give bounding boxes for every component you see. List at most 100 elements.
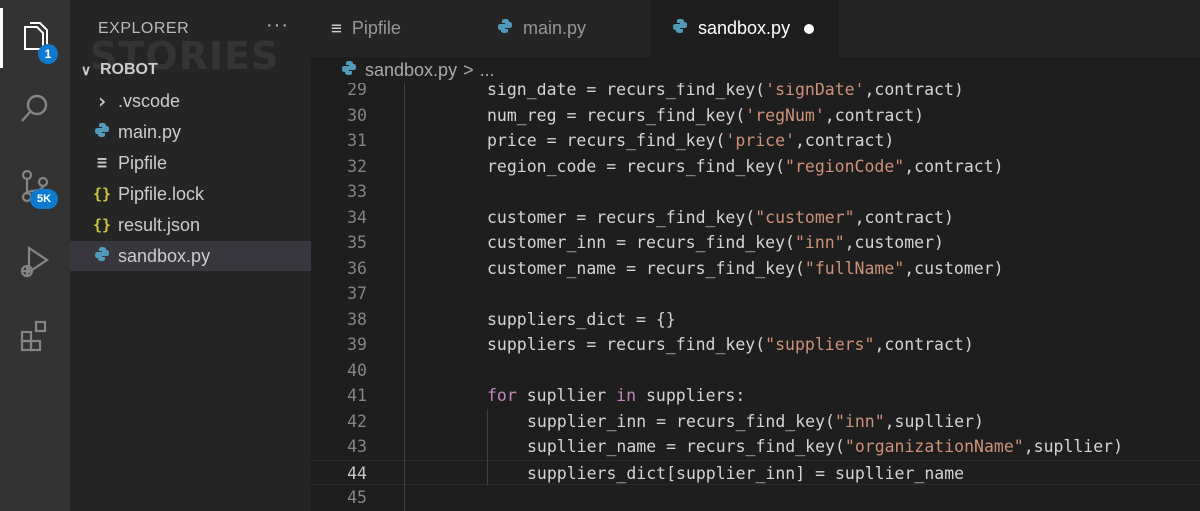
watermark: STORIES [90,34,280,78]
code-text: supplier_inn = recurs_find_key("inn",sup… [527,409,984,435]
code-token: suppliers_dict[supplier_inn] = supllier_… [527,463,965,483]
code-line[interactable]: 45 [311,485,1200,511]
tree-item-main-py[interactable]: main.py [70,117,311,147]
chevron-down-icon: ∨ [80,61,92,78]
code-token: supplier_inn = recurs_find_key( [527,411,835,431]
code-text: suppliers = recurs_find_key("suppliers",… [487,332,974,358]
string-token: "regionCode" [785,156,905,176]
code-line[interactable]: 42 supplier_inn = recurs_find_key("inn",s… [311,409,1200,435]
line-number: 41 [347,386,367,405]
line-number: 39 [347,335,367,354]
code-token: supllier_name = recurs_find_key( [527,437,845,456]
tree-item-label: sandbox.py [118,245,211,266]
code-token: suppliers: [636,386,746,405]
tree-item-result-json[interactable]: {} result.json [70,210,311,240]
code-token: customer_name = recurs_find_key( [487,258,805,278]
line-number: 34 [347,207,367,227]
code-token: ,customer) [904,258,1004,278]
line-number: 43 [347,437,367,456]
line-number: 29 [347,83,367,99]
tab-main-py[interactable]: main.py [497,0,647,57]
indent-guide [487,408,488,485]
code-line[interactable]: 32 region_code = recurs_find_key("regionC… [311,154,1200,180]
code-text: suppliers_dict[supplier_inn] = supllier_… [527,461,964,487]
source-control-icon[interactable]: 5K [0,155,70,217]
breadcrumb: sandbox.py > ... [311,57,1200,83]
code-line[interactable]: 44 suppliers_dict[supplier_inn] = supllie… [311,459,1200,487]
code-token: num_reg = recurs_find_key( [487,105,746,125]
code-token: ,supllier) [1023,437,1124,456]
code-line[interactable]: 40 [311,358,1200,384]
code-line[interactable]: 41 for supllier in suppliers: [311,383,1200,409]
code-token: ,contract) [864,83,964,99]
text-file-icon: ≡ [96,153,108,173]
breadcrumb-file[interactable]: sandbox.py [365,59,458,80]
tab-label: sandbox.py [698,18,791,38]
code-text: for supllier in suppliers: [487,383,745,409]
code-token: suppliers = recurs_find_key( [487,335,766,354]
tree-item-vscode[interactable]: › .vscode [70,86,311,116]
tab-pipfile[interactable]: ≡ Pipfile [331,0,481,57]
tree-item-pipfile[interactable]: ≡ Pipfile [70,148,311,178]
explorer-title: EXPLORER [98,20,190,37]
code-token: ,supllier) [884,411,984,431]
text-file-icon: ≡ [331,18,342,39]
scm-badge: 5K [30,189,58,209]
code-token: customer = recurs_find_key( [487,207,756,227]
line-number: 32 [347,156,367,176]
tab-label: Pipfile [351,18,401,38]
chevron-right-icon: › [95,89,109,113]
code-text: region_code = recurs_find_key("regionCod… [487,154,1004,180]
string-token: "customer" [755,207,855,227]
python-file-icon [90,122,114,142]
tree-item-pipfile-lock[interactable]: {} Pipfile.lock [70,179,311,209]
code-token: ,contract) [794,131,895,150]
code-line[interactable]: 38 suppliers_dict = {} [311,307,1200,333]
code-text: customer_inn = recurs_find_key("inn",cus… [487,230,944,256]
code-line[interactable]: 37 [311,281,1200,307]
code-token: supllier [516,386,617,405]
code-line[interactable]: 39 suppliers = recurs_find_key("suppliers… [311,332,1200,358]
python-file-icon [341,60,357,81]
code-line[interactable]: 33 [311,179,1200,205]
activity-bar: 1 5K [0,0,70,511]
json-file-icon: {} [92,185,112,203]
line-number: 40 [347,360,367,380]
code-text: customer_name = recurs_find_key("fullNam… [487,256,1004,282]
unsaved-dot-icon[interactable] [804,23,815,34]
breadcrumb-separator: > [463,59,474,80]
code-token: suppliers_dict = {} [487,309,676,329]
breadcrumb-symbol[interactable]: ... [479,59,495,80]
line-number: 31 [347,131,367,150]
tree-item-label: main.py [118,121,182,142]
tree-item-sandbox-py[interactable]: sandbox.py [70,241,311,271]
explorer-badge: 1 [38,44,58,64]
tab-sandbox-py[interactable]: sandbox.py [650,0,839,57]
more-actions-icon[interactable]: ··· [266,14,289,36]
line-number: 38 [347,309,367,329]
folder-label: ROBOT [100,61,158,78]
code-token: sign_date = recurs_find_key( [487,83,766,99]
line-number: 30 [347,105,367,125]
tree-item-label: Pipfile [118,152,168,173]
line-number: 44 [347,463,367,483]
extensions-icon[interactable] [0,304,70,366]
line-number: 42 [347,411,367,431]
folder-robot[interactable]: ∨ ROBOT [76,58,158,82]
code-token: ,customer) [844,233,944,252]
tree-item-label: Pipfile.lock [118,183,205,204]
search-icon[interactable] [0,78,70,140]
string-token: 'regNum' [745,105,825,125]
run-debug-icon[interactable] [0,230,70,292]
code-token: region_code = recurs_find_key( [487,156,786,176]
code-token: ,contract) [904,156,1004,176]
explorer-icon[interactable]: 1 [0,6,70,68]
